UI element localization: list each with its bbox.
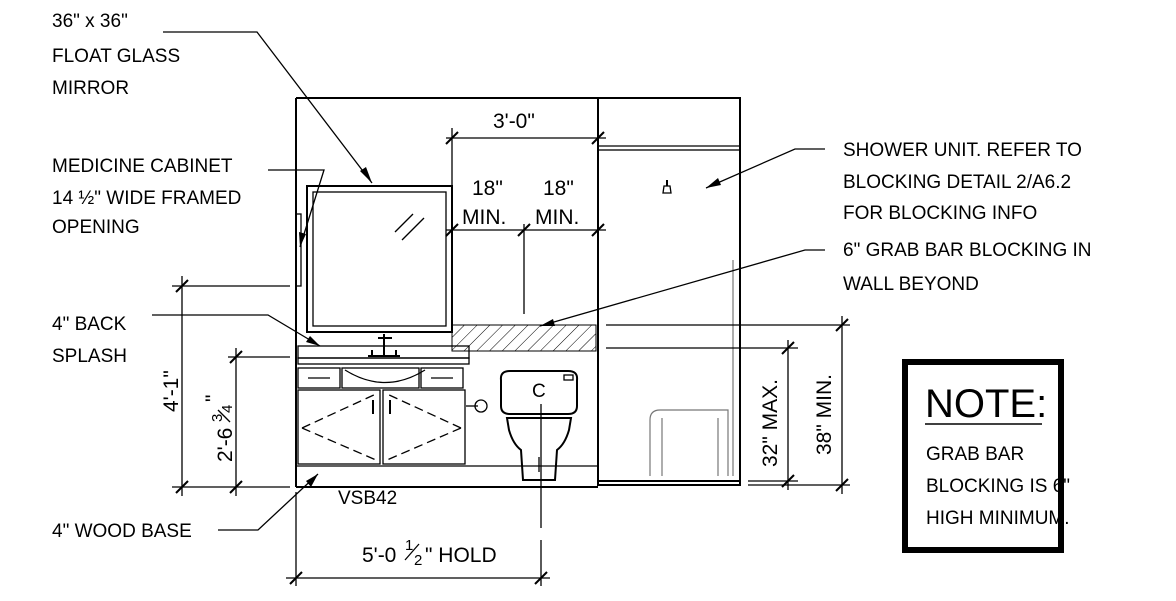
toilet: C <box>466 370 579 528</box>
dimension-32-max: 32" MAX. <box>759 379 782 467</box>
mirror-label-line-3: MIRROR <box>52 78 129 99</box>
dimension-hold-prefix: 5'-0 <box>362 544 396 567</box>
leader-lines <box>152 31 825 531</box>
dimension-counter-inch: " <box>202 395 225 402</box>
note-line-1: GRAB BAR <box>926 444 1024 465</box>
note-box: NOTE: GRAB BAR BLOCKING IS 6" HIGH MINIM… <box>902 359 1070 553</box>
dimension-min-left: MIN. <box>462 206 506 229</box>
note-line-2: BLOCKING IS 6" <box>926 476 1070 497</box>
dimension-counter-den: 4 <box>219 405 236 413</box>
note-title: NOTE: <box>925 382 1047 426</box>
faucet-icon <box>368 334 400 357</box>
shower-label-line-1: SHOWER UNIT. REFER TO <box>843 140 1082 161</box>
note-line-3: HIGH MINIMUM. <box>926 508 1070 529</box>
mirror-label-line-1: 36" x 36" <box>52 11 128 32</box>
shower-unit <box>597 97 741 486</box>
dimension-38-min: 38" MIN. <box>813 374 836 455</box>
dimension-counter-num: 3 <box>209 414 226 422</box>
cabinet-label-line-1: MEDICINE CABINET <box>52 156 233 177</box>
dimension-hold-num: 1 <box>405 537 413 554</box>
medicine-cabinet <box>295 213 302 287</box>
vanity-cabinet <box>297 334 470 465</box>
grab-bar-label-line-1: 6" GRAB BAR BLOCKING IN <box>843 240 1092 261</box>
toilet-paper-holder-icon <box>466 399 488 413</box>
backsplash-label-line-1: 4" BACK <box>52 314 127 335</box>
shower-head-icon <box>662 180 672 194</box>
mirror-label-line-2: FLOAT GLASS <box>52 46 180 67</box>
dimension-hold-suffix: " HOLD <box>425 544 497 567</box>
grab-bar-blocking <box>451 324 597 352</box>
dimension-2ft-6-3-4: 2'-6 3 4 " <box>202 395 237 462</box>
dimension-labels: 3'-0" 18" MIN. 18" MIN. 4'-1" 2'-6 3 4 "… <box>160 110 836 569</box>
wall-elevation <box>295 97 598 488</box>
dimension-3ft: 3'-0" <box>493 110 535 133</box>
callout-labels: 36" x 36" FLOAT GLASS MIRROR MEDICINE CA… <box>52 11 1092 542</box>
dimension-min-right: MIN. <box>535 206 579 229</box>
vanity-model-label: VSB42 <box>338 488 397 509</box>
mirror <box>306 185 453 333</box>
dimension-counter-main: 2'-6 <box>214 428 237 462</box>
toilet-centerline-mark: C <box>532 381 546 402</box>
cabinet-label-line-3: OPENING <box>52 217 140 238</box>
dimension-hold-den: 2 <box>414 552 422 569</box>
grab-bar-label-line-2: WALL BEYOND <box>843 274 979 295</box>
cabinet-label-line-2: 14 ½" WIDE FRAMED <box>52 188 241 209</box>
dimension-lines <box>172 128 850 586</box>
dimension-hold: 5'-0 1 2 " HOLD <box>362 537 497 569</box>
dimension-18-right: 18" <box>543 177 574 200</box>
shower-label-line-2: BLOCKING DETAIL 2/A6.2 <box>843 172 1071 193</box>
backsplash-label-line-2: SPLASH <box>52 346 127 367</box>
shower-label-line-3: FOR BLOCKING INFO <box>843 203 1037 224</box>
wood-base-label: 4" WOOD BASE <box>52 521 192 542</box>
dimension-4ft-1in: 4'-1" <box>160 370 183 412</box>
dimension-18-left: 18" <box>472 177 503 200</box>
